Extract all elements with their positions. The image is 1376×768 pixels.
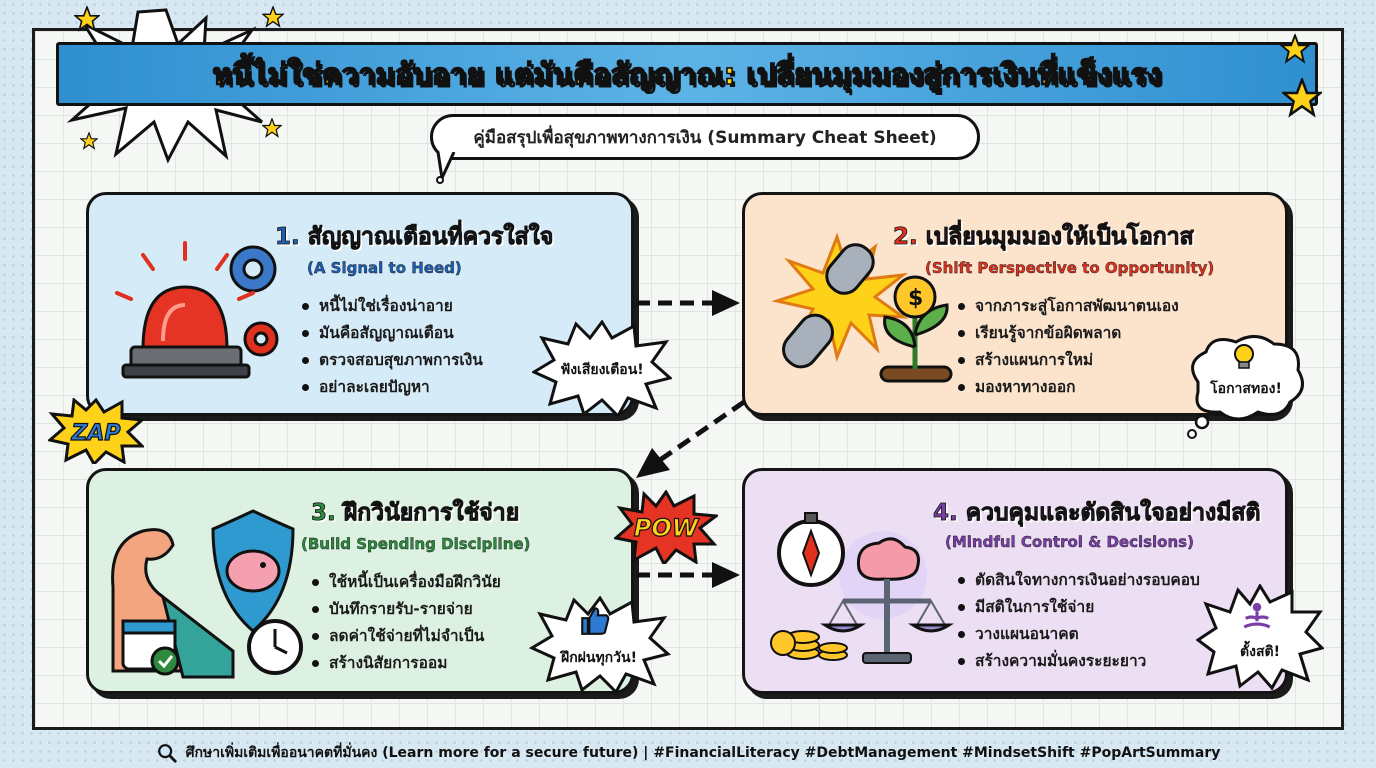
list-item: บันทึกรายรับ-รายจ่าย xyxy=(309,596,501,623)
title-banner: หนี้ไม่ใช่ความอับอาย แต่มันคือสัญญาณ: เป… xyxy=(56,42,1318,106)
broken-chain-icon: $ xyxy=(771,232,953,383)
alarm-siren-icon xyxy=(115,241,279,379)
footer-text: ศึกษาเพิ่มเติมเพื่ออนาคตที่มั่นคง (Learn… xyxy=(185,745,1221,761)
card-subtitle: (Build Spending Discipline) xyxy=(301,535,531,553)
callout-bubble: โอกาสทอง! xyxy=(1210,381,1282,397)
star-icon xyxy=(1282,78,1322,118)
footer: ศึกษาเพิ่มเติมเพื่ออนาคตที่มั่นคง (Learn… xyxy=(0,738,1376,768)
list-item: อย่าละเลยปัญหา xyxy=(299,374,483,401)
card-title: 2. เปลี่ยนมุมมองให้เป็นโอกาส xyxy=(893,224,1194,251)
search-icon xyxy=(157,744,177,763)
pow-text: POW xyxy=(634,514,700,542)
bullet-list: ใช้หนี้เป็นเครื่องมือฝึกวินัย บันทึกรายร… xyxy=(309,569,501,677)
meditation-icon xyxy=(1243,602,1271,629)
flow-arrow xyxy=(636,562,740,588)
piggy-shield-icon xyxy=(111,509,303,679)
card-title: 4. ควบคุมและตัดสินใจอย่างมีสติ xyxy=(933,500,1261,527)
flow-arrow xyxy=(636,290,740,316)
card-subtitle: (Mindful Control & Decisions) xyxy=(945,533,1194,551)
list-item: สร้างความมั่นคงระยะยาว xyxy=(955,648,1200,675)
callout-bubble: ตั้งสติ! xyxy=(1240,644,1280,660)
list-item: สร้างนิสัยการออม xyxy=(309,650,501,677)
page-title: หนี้ไม่ใช่ความอับอาย แต่มันคือสัญญาณ: เป… xyxy=(212,56,1162,92)
star-icon xyxy=(262,6,284,28)
star-icon xyxy=(74,6,100,32)
bullet-list: หนี้ไม่ใช่เรื่องน่าอาย มันคือสัญญาณเตือน… xyxy=(299,293,483,401)
list-item: เรียนรู้จากข้อผิดพลาด xyxy=(955,320,1179,347)
burst-bubble-shape xyxy=(1196,584,1324,690)
subtitle-bubble: คู่มือสรุปเพื่อสุขภาพทางการเงิน (Summary… xyxy=(430,114,980,160)
zap-sticker: ZAP xyxy=(48,398,144,464)
list-item: ใช้หนี้เป็นเครื่องมือฝึกวินัย xyxy=(309,569,501,596)
list-item: ตรวจสอบสุขภาพการเงิน xyxy=(299,347,483,374)
list-item: จากภาระสู่โอกาสพัฒนาตนเอง xyxy=(955,293,1179,320)
burst-bubble-shape xyxy=(532,320,672,416)
thumbs-up-icon xyxy=(581,607,610,635)
zap-text: ZAP xyxy=(70,421,120,446)
subtitle-text: คู่มือสรุปเพื่อสุขภาพทางการเงิน (Summary… xyxy=(473,127,937,148)
svg-text:$: $ xyxy=(908,286,923,311)
star-icon xyxy=(80,132,98,150)
list-item: มองหาทางออก xyxy=(955,374,1179,401)
thought-cloud-shape xyxy=(1187,335,1304,439)
star-icon xyxy=(1280,34,1310,64)
list-item: สร้างแผนการใหม่ xyxy=(955,347,1179,374)
pow-sticker: POW xyxy=(614,490,718,564)
card-opportunity: $ 2. เปลี่ยนมุมมองให้เป็นโอกาส (Shift Pe… xyxy=(742,192,1288,416)
brain-scale-icon xyxy=(770,512,954,664)
speech-tail xyxy=(436,152,456,184)
burst-bubble-shape xyxy=(528,596,672,692)
list-item: มีสติในการใช้จ่าย xyxy=(955,594,1200,621)
star-icon xyxy=(262,118,282,138)
list-item: วางแผนอนาคต xyxy=(955,621,1200,648)
card-signal: 1. สัญญาณเตือนที่ควรใส่ใจ (A Signal to H… xyxy=(86,192,634,416)
card-discipline: 3. ฝึกวินัยการใช้จ่าย (Build Spending Di… xyxy=(86,468,634,694)
list-item: ลดค่าใช้จ่ายที่ไม่จำเป็น xyxy=(309,623,501,650)
list-item: หนี้ไม่ใช่เรื่องน่าอาย xyxy=(299,293,483,320)
card-title: 3. ฝึกวินัยการใช้จ่าย xyxy=(311,500,520,527)
bullet-list: ตัดสินใจทางการเงินอย่างรอบคอบ มีสติในการ… xyxy=(955,567,1200,675)
flow-arrow xyxy=(636,399,746,478)
card-mindful: 4. ควบคุมและตัดสินใจอย่างมีสติ (Mindful … xyxy=(742,468,1288,694)
bullet-list: จากภาระสู่โอกาสพัฒนาตนเอง เรียนรู้จากข้อ… xyxy=(955,293,1179,401)
card-subtitle: (Shift Perspective to Opportunity) xyxy=(925,259,1215,277)
card-title: 1. สัญญาณเตือนที่ควรใส่ใจ xyxy=(275,224,554,251)
list-item: ตัดสินใจทางการเงินอย่างรอบคอบ xyxy=(955,567,1200,594)
callout-bubble: ฟังเสียงเตือน! xyxy=(560,362,644,378)
card-subtitle: (A Signal to Heed) xyxy=(307,259,462,277)
callout-bubble: ฝึกฝนทุกวัน! xyxy=(561,650,637,666)
list-item: มันคือสัญญาณเตือน xyxy=(299,320,483,347)
